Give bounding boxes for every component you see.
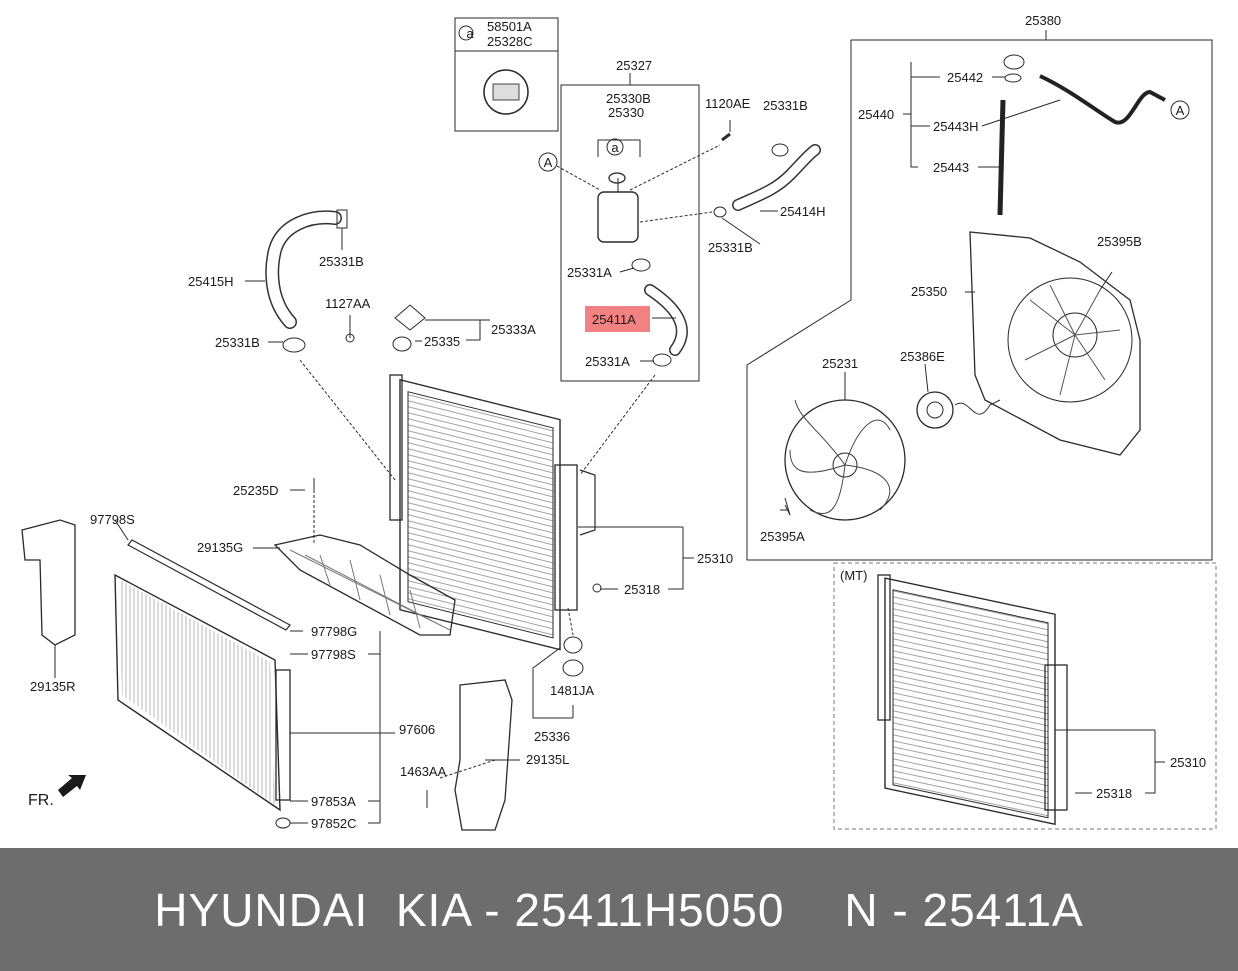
part-label: 25414H [780,204,826,219]
part-label: 29135L [526,752,569,767]
part-label: 25231 [822,356,858,371]
air-guide-right [21,519,76,646]
part-label: 25415H [188,274,234,289]
part-label: 25318 [1096,786,1132,801]
part-label: 25333A [491,322,536,337]
part-label: 97798G [311,624,357,639]
part-label: 25331B [708,240,753,255]
part-label: 25327 [616,58,652,73]
part-label: 25442 [947,70,983,85]
part-label: 25331B [319,254,364,269]
part-label: 25331A [585,354,630,369]
part-label: 25386E [900,349,945,364]
air-guide-left [454,679,513,831]
condenser [114,573,281,812]
radiator-cap-icon [483,69,529,115]
legend-code: 58501A [487,19,532,34]
part-label: 25395B [1097,234,1142,249]
highlight-25411a [585,306,650,332]
fan-assembly-box [746,39,1213,561]
variant-label: (MT) [840,568,867,583]
part-label: 25318 [624,582,660,597]
under-cover-29135g [273,534,456,636]
legend-code: 25328C [487,34,533,49]
part-label: 25331A [567,265,612,280]
legend-box [454,17,559,132]
part-label: 97852C [311,816,357,831]
part-label: 25395A [760,529,805,544]
part-label: 1120AE [705,96,751,111]
front-arrow-icon [58,775,86,797]
inner-symbol: a [611,140,619,155]
part-label: 25235D [233,483,279,498]
callout-a-right: A [1176,103,1185,118]
part-label: 25310 [1170,755,1206,770]
part-label: 25330B [606,91,651,106]
part-label: 25350 [911,284,947,299]
part-label: 97798S [90,512,135,527]
part-label: 25380 [1025,13,1061,28]
fan-motor [916,391,954,429]
legend-symbol: a [466,26,474,41]
part-label: 1127AA [325,296,371,311]
part-label: 1481JA [550,683,594,698]
callout-a-left: A [544,155,553,170]
mt-variant-box [833,562,1217,830]
part-label-highlighted: 25411A [592,312,636,327]
part-label: 1463AA [400,764,447,779]
part-number-text: HYUNDAI KIA - 25411H5050 [154,883,785,936]
part-label: 29135G [197,540,243,555]
mt-radiator [884,577,1056,826]
part-label: 25310 [697,551,733,566]
footer-bar: HYUNDAI KIA - 25411H5050 N - 25411A [0,848,1238,971]
part-label: 25440 [858,107,894,122]
front-label: FR. [28,792,54,809]
reference-text: N - 25411A [844,883,1084,936]
part-label: 25331B [763,98,808,113]
part-label: 25330 [608,105,644,120]
part-label: 29135R [30,679,76,694]
radiator [399,378,561,651]
parts-diagram: a 58501A 25328C a A A 25327 25330B 25330… [21,13,1217,831]
part-label: 25331B [215,335,260,350]
part-label: 25443 [933,160,969,175]
part-label: 25336 [534,729,570,744]
part-label: 97853A [311,794,356,809]
part-label: 97606 [399,722,435,737]
part-label: 25335 [424,334,460,349]
part-label: 97798S [311,647,356,662]
fan-shroud [969,231,1141,456]
part-label: 25443H [933,119,979,134]
